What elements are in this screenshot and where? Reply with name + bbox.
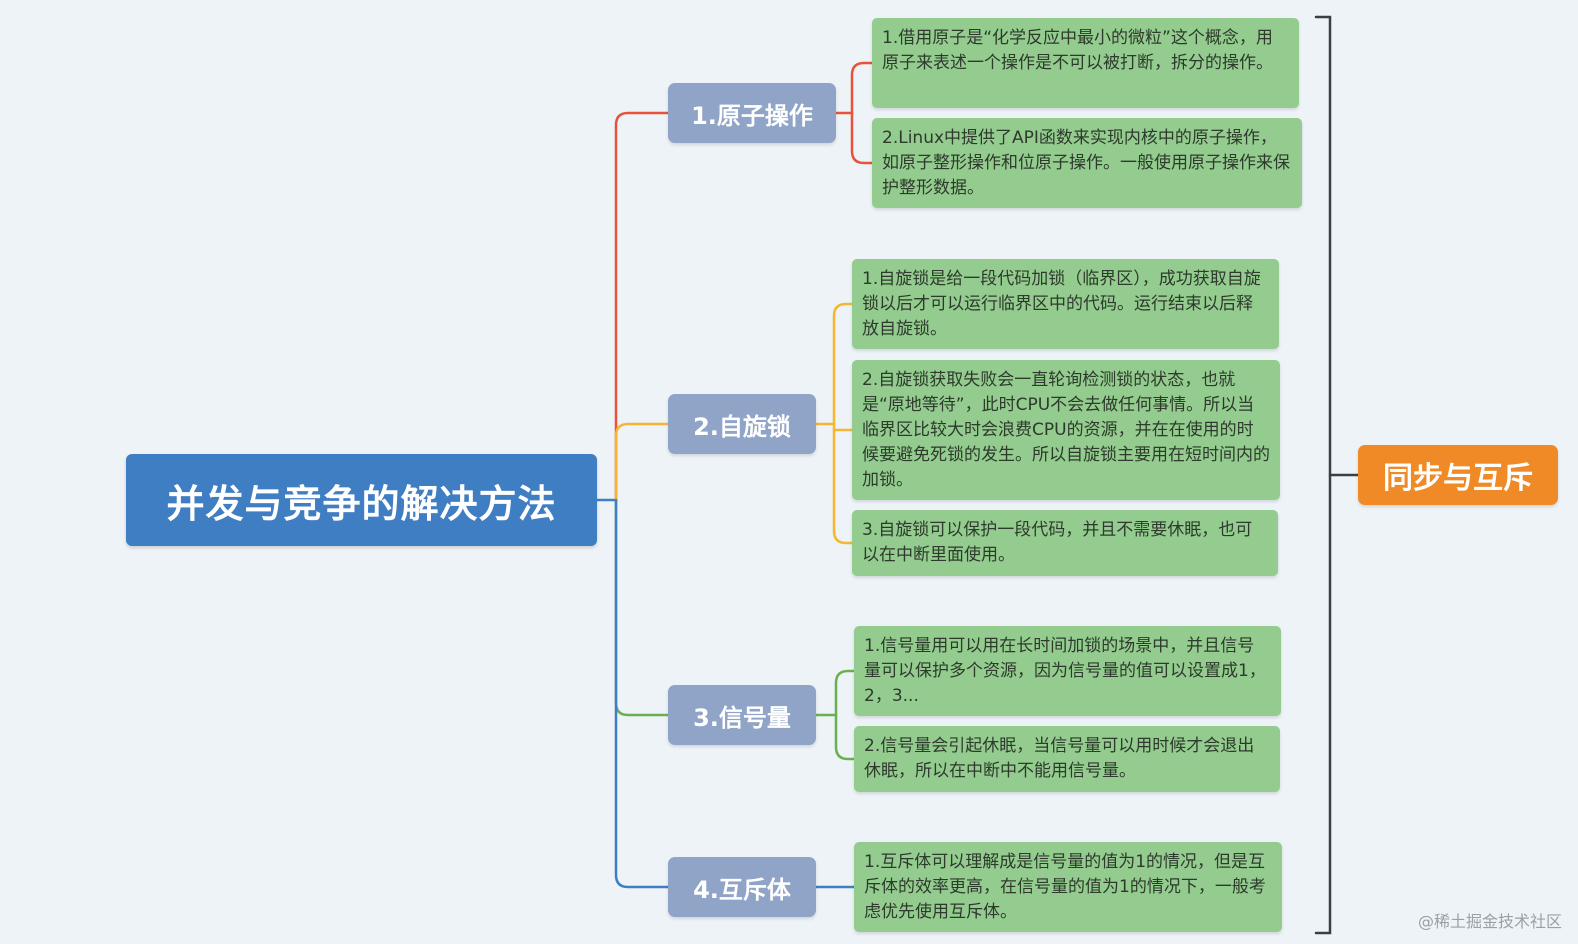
leaf-atomic-1[interactable]: 1.借用原子是“化学反应中最小的微粒”这个概念，用原子来表述一个操作是不可以被打… [872, 18, 1299, 108]
connector-root-spinlock [614, 422, 670, 502]
leaf-semaphore-2[interactable]: 2.信号量会引起休眠，当信号量可以用时候才会退出休眠，所以在中断中不能用信号量。 [854, 726, 1280, 792]
leaf-spinlock-1[interactable]: 1.自旋锁是给一段代码加锁（临界区），成功获取自旋锁以后才可以运行临界区中的代码… [852, 259, 1279, 349]
connector-root-mutex [614, 498, 670, 889]
leaf-atomic-2[interactable]: 2.Linux中提供了API函数来实现内核中的原子操作，如原子整形操作和位原子操… [872, 118, 1302, 208]
connector-spinlock-1 [832, 302, 854, 426]
branch-atomic-operation[interactable]: 1.原子操作 [668, 83, 836, 143]
summary-bracket [1314, 15, 1332, 935]
connector-semaphore-1 [834, 669, 856, 717]
branch-mutex[interactable]: 4.互斥体 [668, 857, 816, 917]
connector-root-atomic [614, 111, 670, 502]
connector-spinlock-3 [832, 422, 854, 545]
connector-atomic-1 [850, 61, 874, 115]
leaf-semaphore-1[interactable]: 1.信号量用可以用在长时间加锁的场景中，并且信号量可以保护多个资源，因为信号量的… [854, 626, 1281, 716]
summary-tag[interactable]: 同步与互斥 [1358, 445, 1558, 505]
leaf-spinlock-2[interactable]: 2.自旋锁获取失败会一直轮询检测锁的状态，也就是“原地等待”，此时CPU不会去做… [852, 360, 1280, 500]
connector-root-semaphore [614, 498, 670, 717]
watermark: @稀土掘金技术社区 [1417, 912, 1562, 931]
leaf-spinlock-3[interactable]: 3.自旋锁可以保护一段代码，并且不需要休眠，也可以在中断里面使用。 [852, 510, 1278, 576]
branch-semaphore[interactable]: 3.信号量 [668, 685, 816, 745]
branch-spinlock[interactable]: 2.自旋锁 [668, 394, 816, 454]
root-topic[interactable]: 并发与竞争的解决方法 [126, 454, 597, 546]
leaf-mutex-1[interactable]: 1.互斥体可以理解成是信号量的值为1的情况，但是互斥体的效率更高，在信号量的值为… [854, 842, 1282, 932]
connector-atomic-2 [850, 111, 874, 165]
connector-semaphore-2 [834, 713, 856, 761]
